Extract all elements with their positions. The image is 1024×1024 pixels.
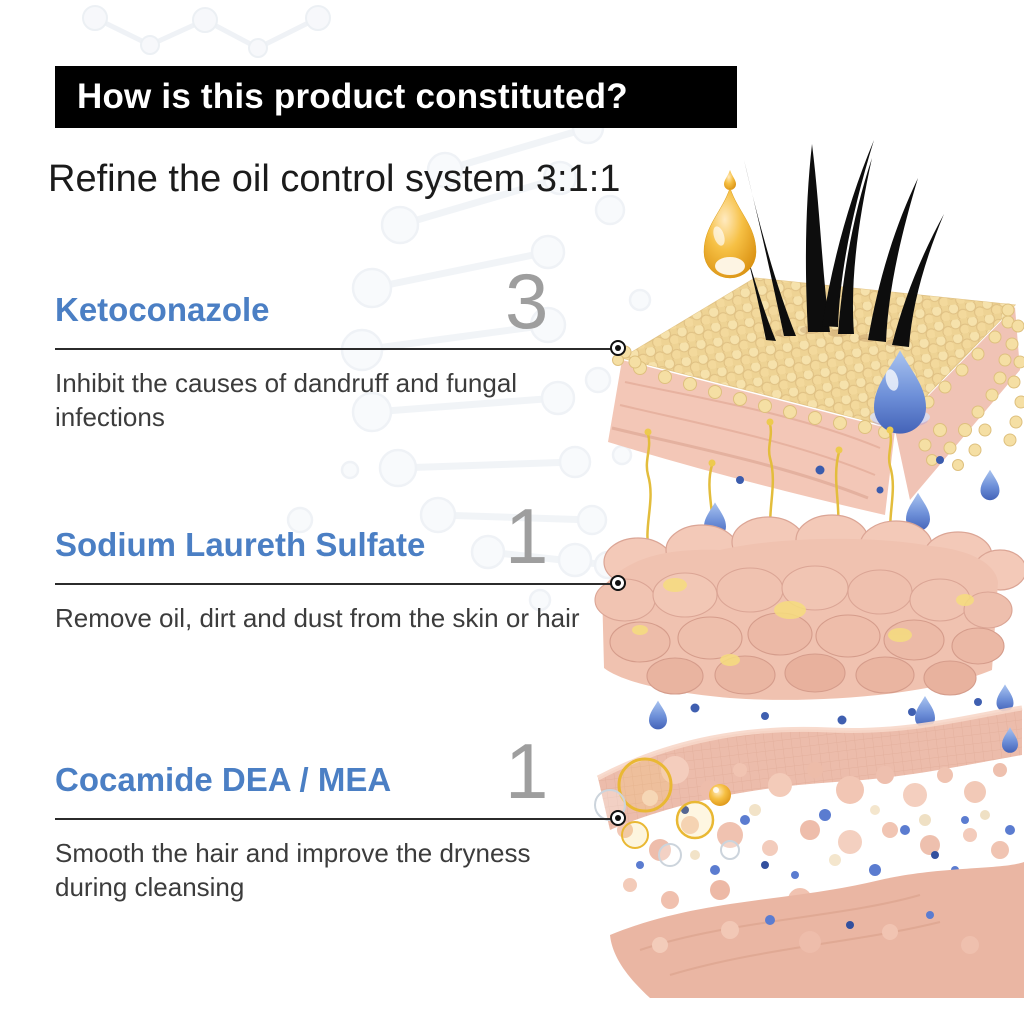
ingredient-header: Cocamide DEA / MEA 1 (55, 732, 617, 810)
connector-dot (610, 810, 626, 826)
ingredient-name: Cocamide DEA / MEA (55, 761, 392, 799)
dna-helix (286, 111, 652, 612)
ingredient-ratio: 1 (505, 726, 549, 815)
mid-droplets (704, 456, 1000, 538)
subtitle: Refine the oil control system 3:1:1 (48, 158, 621, 200)
dermis-cell-layer (594, 514, 1024, 700)
ingredient-name: Sodium Laureth Sulfate (55, 526, 426, 564)
ingredient-section-sodium-laureth-sulfate: Sodium Laureth Sulfate 1 Remove oil, dir… (55, 497, 626, 635)
lower-droplets (649, 684, 1014, 730)
moisture-droplet (870, 350, 930, 434)
ingredient-description: Smooth the hair and improve the dryness … (55, 838, 531, 903)
oil-bubbles (594, 757, 740, 867)
ingredient-section-ketoconazole: Ketoconazole 3 Inhibit the causes of dan… (55, 262, 626, 435)
connector-line (55, 575, 626, 591)
ingredient-header: Sodium Laureth Sulfate 1 (55, 497, 617, 575)
hair-strands (744, 140, 944, 347)
connector-line (55, 810, 626, 826)
connector-line (55, 340, 626, 356)
title-bar: How is this product constituted? (55, 66, 737, 128)
ingredient-description: Remove oil, dirt and dust from the skin … (55, 603, 580, 633)
connector-dot (610, 340, 626, 356)
connector-dot (610, 575, 626, 591)
subcutaneous-layer (594, 705, 1024, 998)
oil-droplet (703, 170, 757, 279)
ingredient-name: Ketoconazole (55, 291, 270, 329)
sebum-spots (632, 578, 974, 666)
page-title: How is this product constituted? (77, 77, 628, 116)
ingredient-section-cocamide-dea-mea: Cocamide DEA / MEA 1 Smooth the hair and… (55, 732, 626, 905)
skin-layer-illustration (594, 140, 1024, 998)
molecule-chain (82, 5, 331, 58)
ingredient-description: Inhibit the causes of dandruff and funga… (55, 368, 518, 433)
ingredient-ratio: 3 (505, 256, 549, 345)
ingredient-header: Ketoconazole 3 (55, 262, 617, 340)
deep-spheres (652, 911, 979, 954)
ingredient-ratio: 1 (505, 491, 549, 580)
